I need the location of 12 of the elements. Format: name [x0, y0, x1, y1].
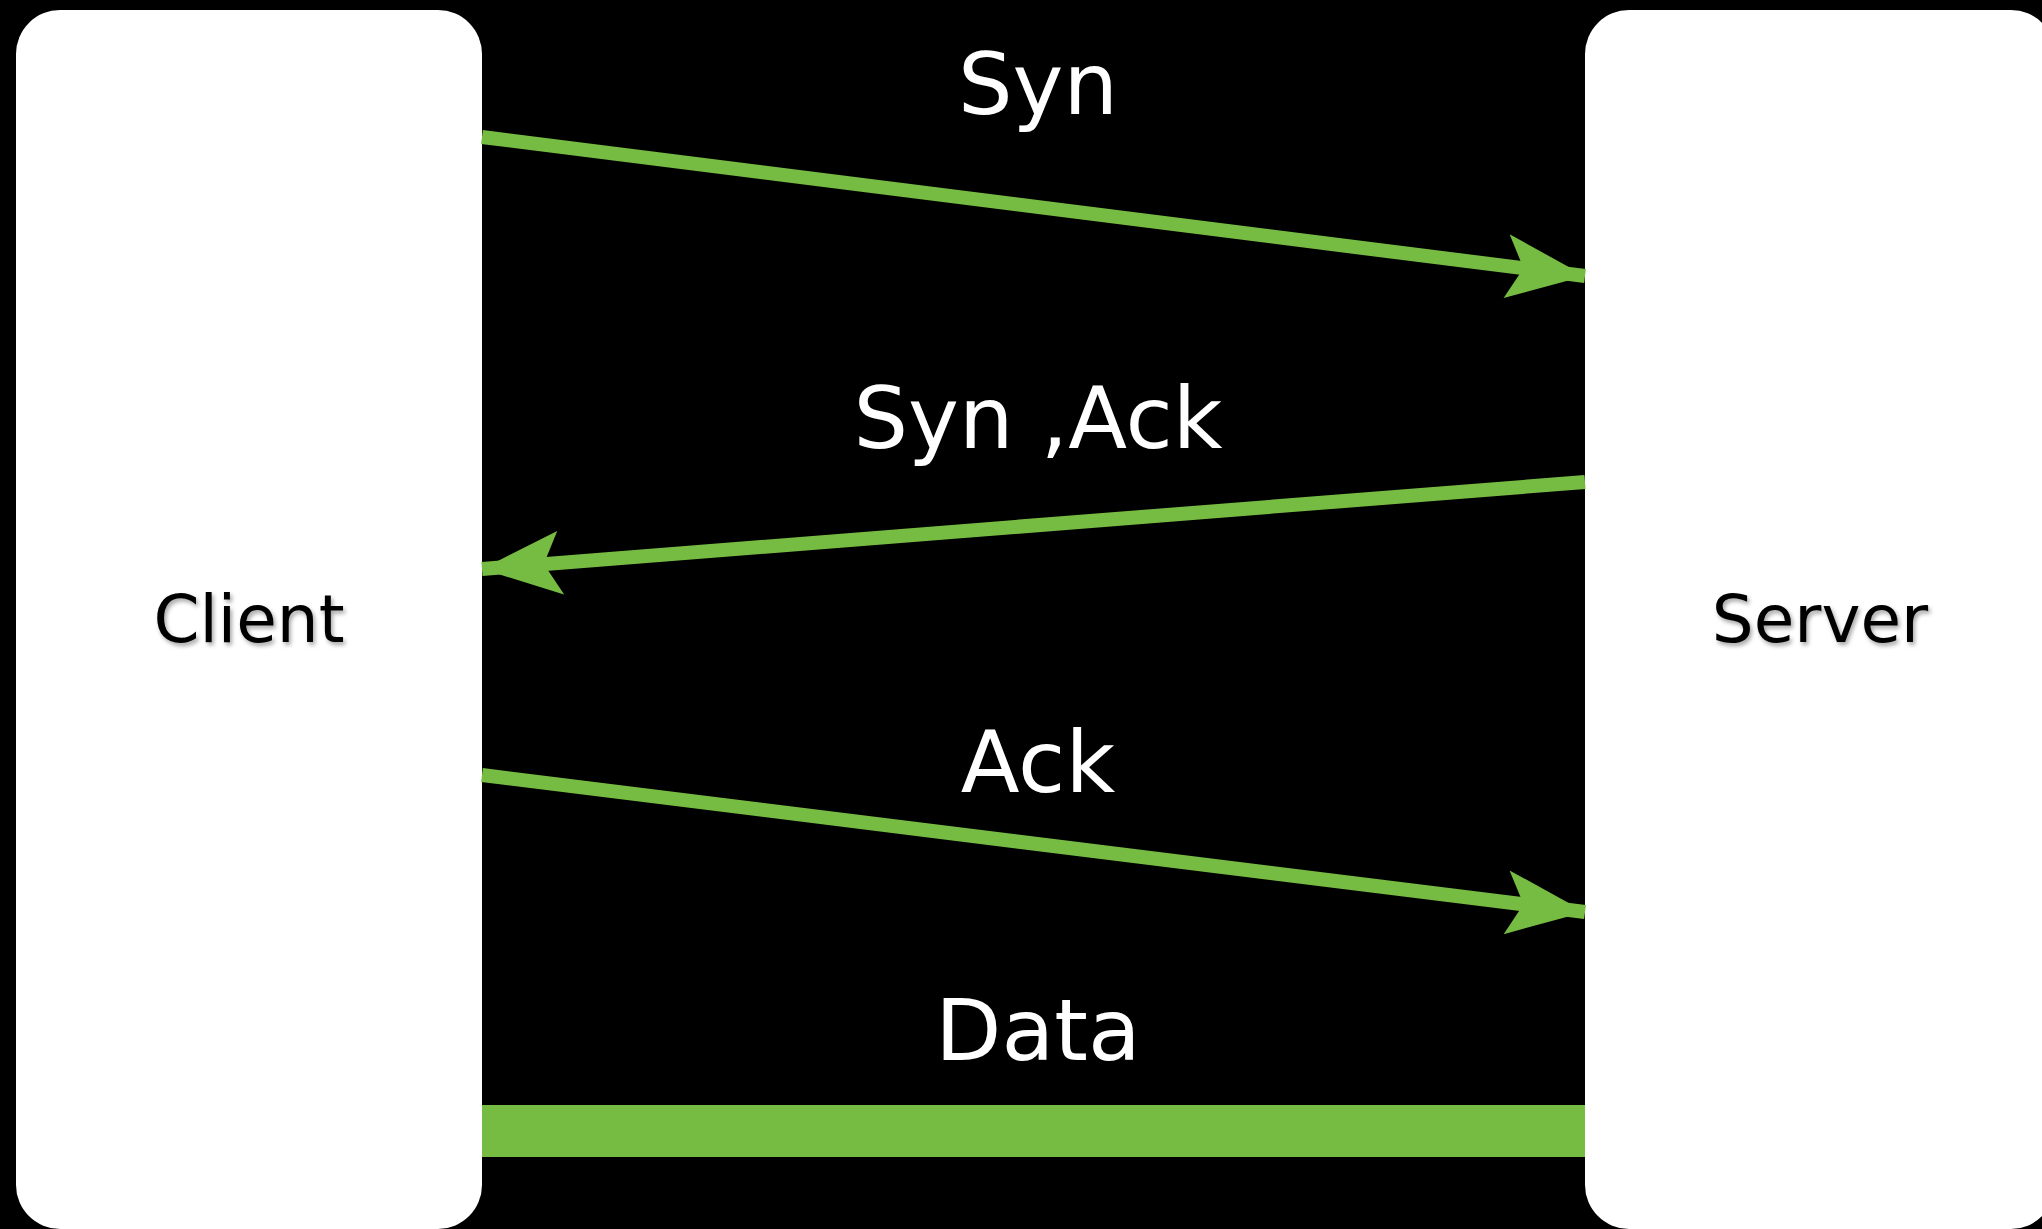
edge-label: Ack: [960, 712, 1116, 812]
arrow: [481, 768, 1586, 935]
participant-name: Server: [1711, 581, 1929, 658]
edge-label: Syn ,Ack: [853, 368, 1223, 468]
arrow: [481, 130, 1586, 298]
participant-name: Client: [153, 581, 345, 658]
participant-box: [16, 10, 482, 1229]
arrow: [481, 475, 1586, 595]
edge-label: Syn: [958, 34, 1118, 134]
participant-box: [1585, 10, 2042, 1229]
edge-label: Data: [935, 980, 1141, 1080]
data-bar: [482, 1105, 1585, 1157]
